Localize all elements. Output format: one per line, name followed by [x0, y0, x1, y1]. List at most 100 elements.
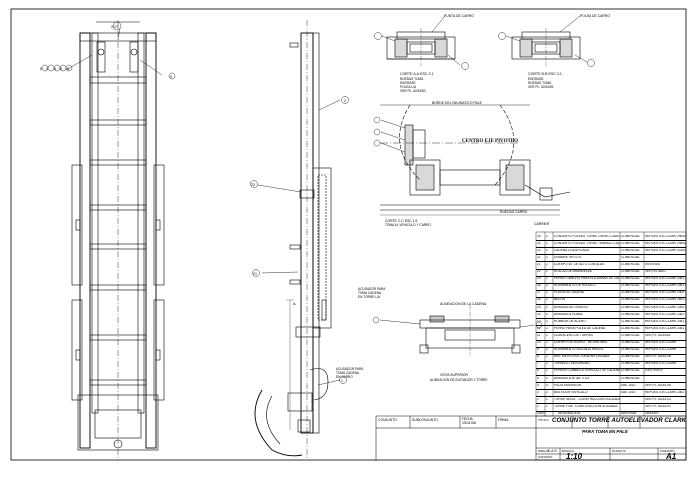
bom-cell-q: 2: [546, 298, 548, 302]
bom-cell-obs: REPUESTOS CLARK 2361 40: [645, 319, 686, 323]
bom-cell-q: 1: [546, 270, 548, 273]
bom-cell-mat: COMERCIAL: [621, 348, 640, 352]
bom-cell-desc: PERNOS CAMBIO A VEHICULO DE CADENA: [554, 369, 620, 373]
bom-cell-desc: ARANDELAS GRUESO: [554, 305, 589, 309]
bom-cell-desc: CONJUNTO POLEAS TORRE TRABAJO CADENA TIP…: [554, 241, 620, 245]
bom-cell-desc: ROLLAS DE ARANDELAS: [554, 270, 592, 273]
section-b-note: RUEDAS TOMA: [528, 81, 552, 85]
bom-row: [536, 268, 686, 270]
drawing-title: CONJUNTO TORRE AUTOELEVADOR CLARK: [552, 417, 687, 424]
bom-cell-obs: REPUESTOS CLARK 2300 48: [645, 305, 686, 309]
section-a-a: [386, 28, 456, 66]
bom-header-no: CANT: [537, 412, 546, 415]
bom-cell-mat: COMERCIAL: [621, 326, 640, 330]
section-b-b: [511, 28, 581, 66]
bom-cell-q: 2: [546, 362, 548, 366]
section-c-sub: TOMA AL VEHICULO Y CARRO: [385, 223, 431, 227]
bom-cell-no: 6: [537, 369, 539, 373]
bom-cell-no: 8: [537, 355, 539, 359]
bom-cell-q: 1: [546, 404, 548, 408]
bom-row: [536, 289, 686, 291]
bom-cell-desc: GRAMPA TIPO L/S: [554, 255, 582, 259]
bom-cell-no: 7: [537, 362, 539, 366]
title-block-grid: [375, 415, 687, 461]
bom-row: [536, 367, 686, 369]
bom-cell-mat: COMERCIAL: [621, 341, 640, 344]
section-b-callout: POLEA DE CARRO: [580, 14, 610, 18]
bom-cell-q: 2: [546, 234, 548, 238]
bom-cell-mat: COMERCIAL: [621, 305, 640, 309]
bom-cell-obs: VER PL. 62/34-02: [645, 404, 671, 408]
bom-cell-q: 2: [546, 376, 548, 380]
bom-cell-desc: ARANDELA PLANA: [554, 312, 583, 316]
plano-label: PLANO N°: [612, 449, 627, 453]
formato-label: FORMATO: [660, 449, 675, 453]
bom-cell-no: 15: [537, 305, 541, 309]
bom-row: [536, 396, 686, 398]
bom-row: [536, 346, 686, 348]
top-view-label: VISTA SUPERIOR: [440, 373, 469, 377]
bom-cell-no: 12: [537, 326, 541, 330]
bom-cell-obs: REPUESTOS CLARK: [645, 348, 677, 352]
tower-side-view: [254, 20, 332, 460]
bom-cell-q: 2: [546, 305, 548, 309]
bom-cell-no: 25: [537, 234, 541, 238]
balloon-label-left: 9: [170, 75, 172, 79]
escala-label: ESCALA: [562, 449, 574, 453]
top-view-sub: ALINEACION DE ELEVADOR Y TORRE: [430, 378, 487, 382]
balloon-label-left: 6: [40, 67, 42, 71]
bom-row: [536, 240, 686, 242]
bom-cell-mat: COMERCIAL: [621, 234, 640, 238]
bom-row: [536, 304, 686, 305]
bom-cell-no: 18: [537, 284, 541, 288]
bom-cell-obs: REPUESTOS CLARK 2983040-ACOPLE: [645, 241, 686, 245]
bom-cell-no: 20: [537, 270, 541, 273]
bom-cell-no: 14: [537, 312, 541, 316]
acople-note: ACUSADOR PARA: [358, 287, 386, 291]
balloons-side: [250, 32, 595, 384]
bom-cell-mat: COMERCIAL: [621, 277, 640, 281]
acople-note: EN TORRE L/A: [358, 295, 381, 299]
bom-cell-q: 2: [546, 341, 548, 344]
balloon-label-side: 1: [341, 379, 343, 383]
bom-cell-desc: TORRE MOVIL - CONSTRUCCION SOLDADA: [554, 397, 620, 401]
bom-cell-desc: TORRE FIJA - CONSTRUCCION SOLDADA: [554, 404, 618, 408]
bom-cell-q: 1: [546, 277, 548, 281]
bom-cell-q: 2: [546, 319, 548, 323]
bom-header-desc: DESIGNACION: [558, 412, 581, 415]
bom-row: [536, 254, 686, 256]
bom-cell-obs: REPUESTOS CLARK 2361 79: [645, 312, 686, 316]
bom-cell-q: 1: [546, 241, 548, 245]
top-view: [419, 305, 521, 355]
bom-cell-mat: COMERCIAL: [621, 319, 640, 323]
bom-cell-mat: COMERCIAL: [621, 241, 640, 245]
section-a-note: RUEDAS TOMA: [400, 77, 424, 81]
bom-cell-mat: COMERCIAL: [621, 262, 640, 266]
bom-cell-mat: COMERCIAL: [621, 355, 640, 359]
bom-cell-desc: CADENA CLASIFICADA: [554, 248, 589, 252]
bom-cell-desc: BULON: [554, 298, 565, 302]
bom-header-obs: OBSERV.: [645, 412, 659, 415]
bom-cell-desc: CUERPO 44" DE ALTO CON ALAS: [554, 262, 605, 266]
balloon-label-side: 21: [253, 272, 257, 276]
bom-cell-q: 2: [546, 355, 548, 359]
bom-cell-no: 1: [537, 404, 539, 408]
bom-row: [536, 282, 686, 284]
bom-row: [536, 375, 686, 376]
bom-cell-obs: VER PL. 62/34/51: [645, 333, 671, 337]
bom-cell-desc: RODAMIENTO DE RODILLO: [554, 284, 596, 288]
section-a-label: CORTE A-A ESC 2:1: [400, 72, 434, 76]
bom-cell-no: 2: [537, 397, 539, 401]
conjunto-label: CONJUNTO: [378, 418, 397, 422]
bom-row: [536, 410, 686, 412]
dimension-a-label: A: [293, 301, 296, 306]
bom-cell-q: 2: [546, 333, 548, 337]
bom-cell-mat: COMERCIAL: [621, 298, 640, 302]
bom-cell-no: 11: [537, 333, 541, 337]
bom-cell-mat: COMERCIAL: [621, 362, 640, 366]
carrier-note: CARRIER: [534, 222, 550, 226]
bom-cell-q: 1: [546, 397, 548, 401]
acople2-note: ACUSADOR PARA: [336, 367, 364, 371]
